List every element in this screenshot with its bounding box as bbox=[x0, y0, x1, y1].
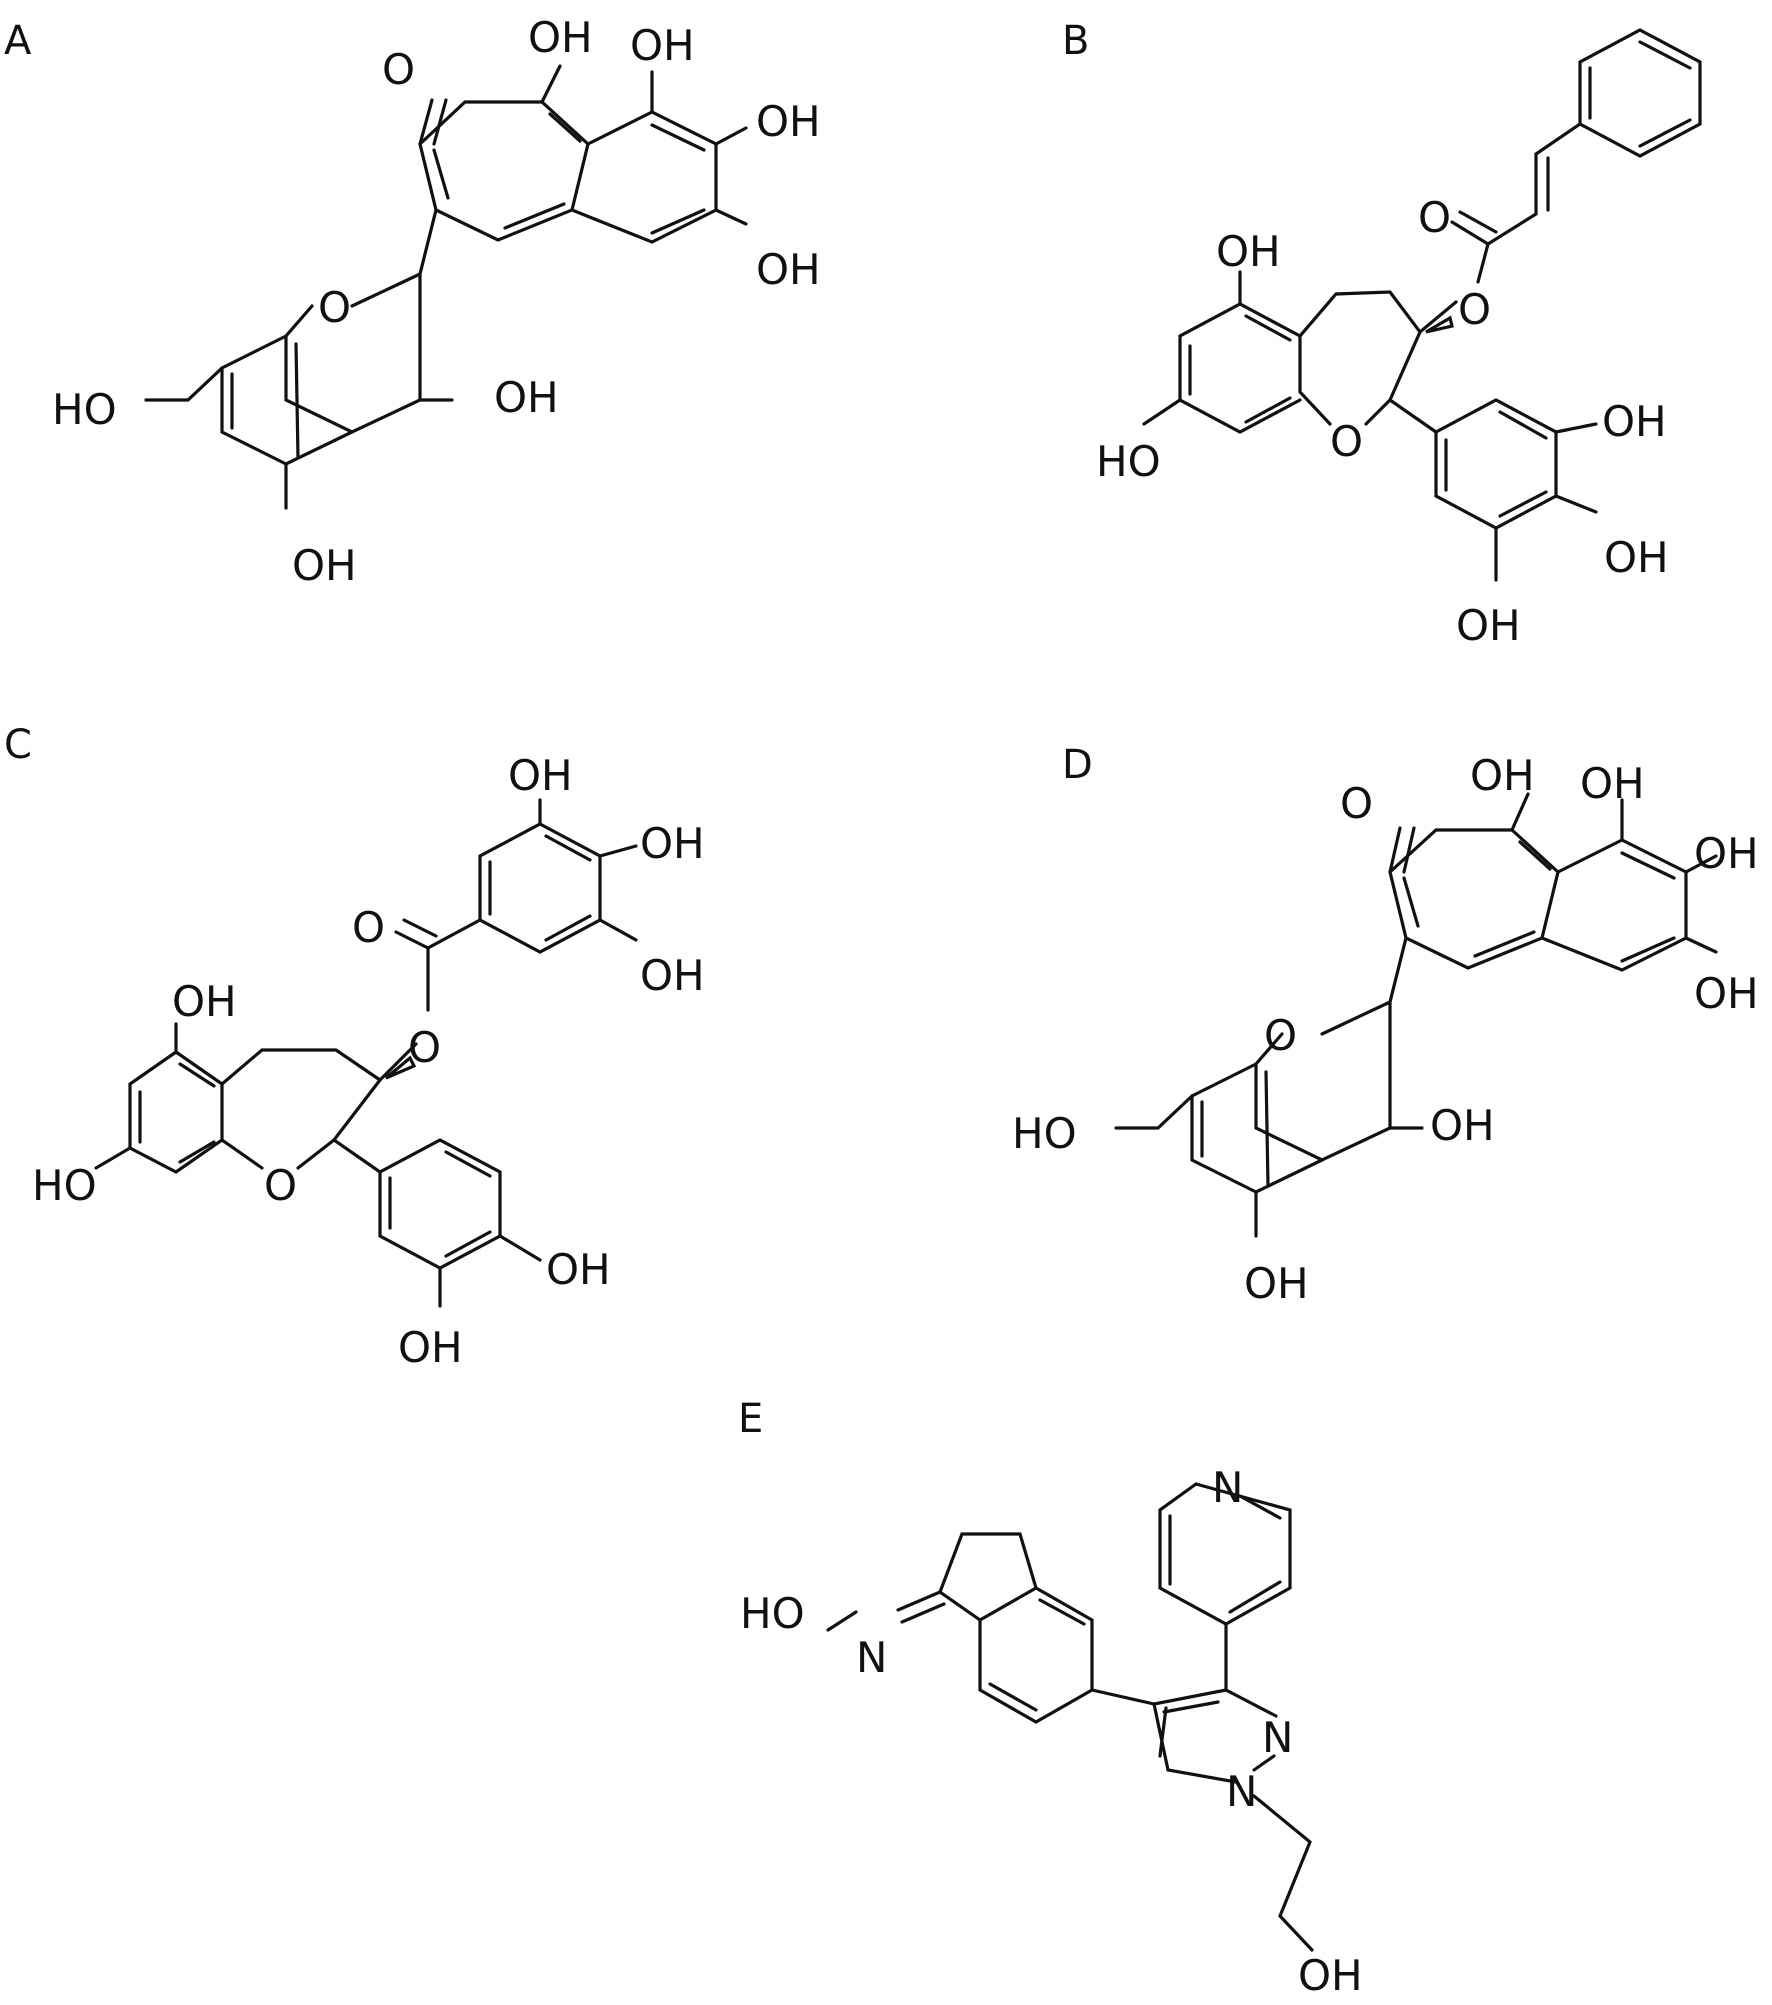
atom-label: OH bbox=[1216, 227, 1281, 276]
atom-label: OH bbox=[756, 97, 821, 146]
atom-label: O bbox=[408, 1023, 441, 1072]
atom-label: OH bbox=[528, 13, 593, 62]
panel-label: A bbox=[4, 18, 32, 64]
atom-label: OH bbox=[640, 819, 705, 868]
panel-label: D bbox=[1062, 742, 1093, 788]
panel-c: C bbox=[4, 722, 705, 1372]
atom-label: OH bbox=[1694, 829, 1759, 878]
atom-label: HO bbox=[1012, 1109, 1077, 1158]
structure-a-bonds bbox=[144, 64, 748, 510]
atom-label: OH bbox=[292, 541, 357, 590]
panel-b: B bbox=[1062, 18, 1702, 650]
atom-label: O bbox=[264, 1161, 297, 1210]
atom-label: O bbox=[318, 283, 351, 332]
atom-label: HO bbox=[740, 1589, 805, 1638]
atom-label: N bbox=[1262, 1713, 1293, 1762]
panel-a: A bbox=[4, 13, 821, 590]
atom-label: OH bbox=[546, 1245, 611, 1294]
atom-label: OH bbox=[1604, 533, 1669, 582]
atom-label: OH bbox=[494, 373, 559, 422]
panel-d: D bbox=[1012, 742, 1759, 1308]
atom-label: HO bbox=[52, 385, 117, 434]
panel-label: E bbox=[738, 1396, 763, 1442]
atom-label: O bbox=[352, 903, 385, 952]
atom-label: OH bbox=[1694, 969, 1759, 1018]
atom-label: OH bbox=[172, 977, 237, 1026]
atom-label: OH bbox=[640, 951, 705, 1000]
atom-label: O bbox=[1418, 193, 1451, 242]
atom-label: N bbox=[1212, 1463, 1243, 1512]
panel-label: B bbox=[1062, 18, 1089, 64]
atom-label: O bbox=[1340, 779, 1373, 828]
structure-c-bonds bbox=[94, 798, 638, 1308]
atom-label: OH bbox=[1470, 751, 1535, 800]
structure-d-bonds bbox=[1114, 792, 1718, 1238]
atom-label: OH bbox=[630, 21, 695, 70]
atom-label: OH bbox=[1602, 397, 1667, 446]
atom-label: OH bbox=[1456, 601, 1521, 650]
atom-label: OH bbox=[398, 1323, 463, 1372]
panel-label: C bbox=[4, 722, 32, 768]
atom-label: HO bbox=[32, 1161, 97, 1210]
atom-label: O bbox=[1264, 1011, 1297, 1060]
atom-label: OH bbox=[1430, 1101, 1495, 1150]
structure-e-bonds bbox=[826, 1482, 1314, 1952]
atom-label: O bbox=[382, 45, 415, 94]
atom-label: OH bbox=[1298, 1951, 1363, 2000]
atom-label: OH bbox=[1244, 1259, 1309, 1308]
structure-b-bonds bbox=[1142, 28, 1702, 582]
atom-label: N bbox=[856, 1633, 887, 1682]
atom-label: OH bbox=[1580, 759, 1645, 808]
atom-label: OH bbox=[756, 245, 821, 294]
atom-label: O bbox=[1458, 285, 1491, 334]
atom-label: OH bbox=[508, 751, 573, 800]
atom-label: O bbox=[1330, 417, 1363, 466]
atom-label: HO bbox=[1096, 437, 1161, 486]
panel-e: E N HO N N N bbox=[738, 1396, 1363, 2000]
atom-label: N bbox=[1226, 1767, 1257, 1816]
